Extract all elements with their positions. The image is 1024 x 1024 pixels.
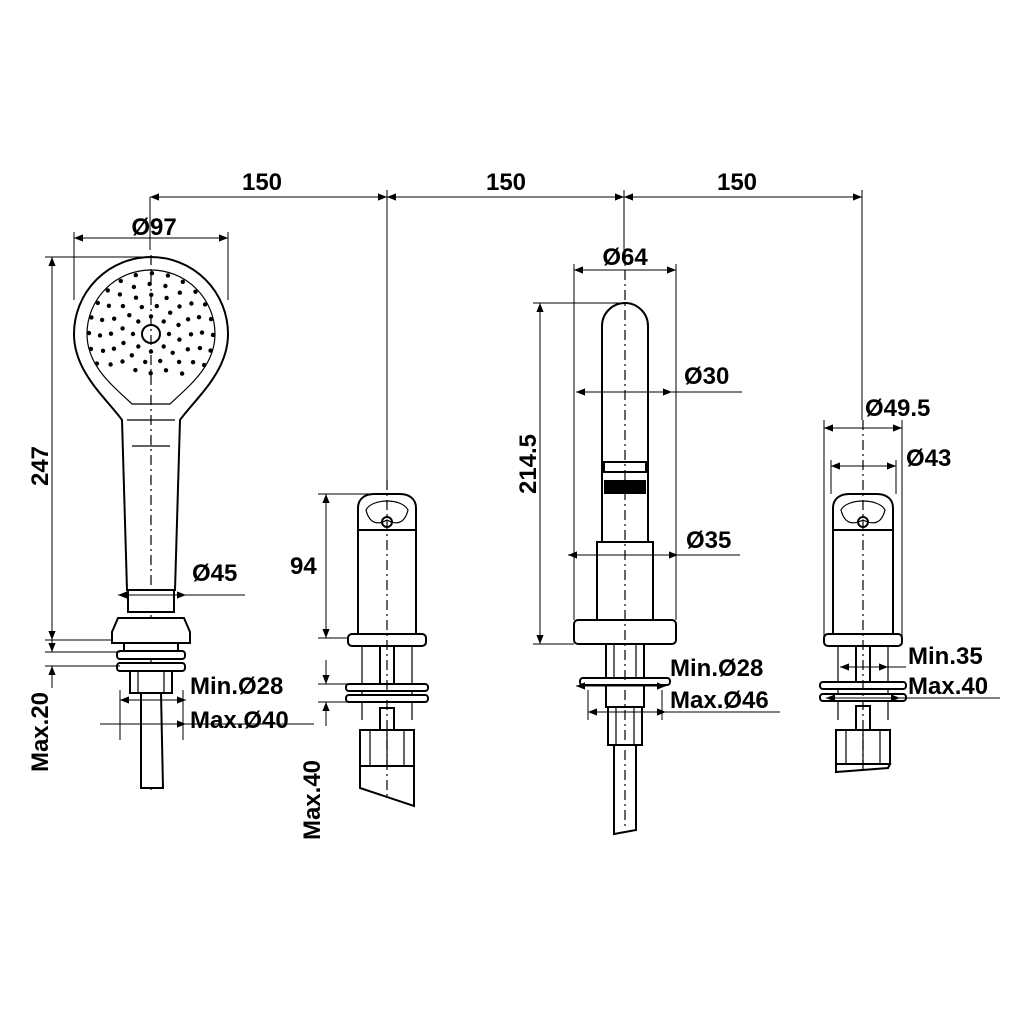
nozzle-dot	[136, 344, 141, 349]
nozzle-dot	[188, 332, 194, 337]
nozzle-dot	[179, 371, 185, 376]
left-valve: 94 Max.40	[290, 480, 429, 840]
nozzle-dot	[133, 295, 139, 300]
nozzle-dot	[121, 340, 126, 346]
nozzle-dot	[139, 304, 144, 310]
hand-shower: Ø97 Ø45 Min.Ø28 Max.Ø40	[27, 214, 314, 790]
nozzle-dot	[208, 348, 213, 353]
nozzle-dot	[143, 359, 148, 365]
nozzle-dot	[133, 367, 138, 373]
spacing-label-2: 150	[486, 169, 526, 196]
nozzle-dot	[168, 310, 173, 315]
valve-inner-dia-label: Ø43	[906, 445, 951, 472]
nozzle-dot	[133, 272, 138, 278]
nozzle-dot	[161, 344, 166, 349]
nozzle-dot	[176, 359, 182, 365]
nozzle-dot	[161, 319, 166, 324]
nozzle-dot	[106, 303, 112, 308]
nozzle-dot	[154, 303, 159, 309]
nozzle-dot	[163, 368, 169, 373]
nozzle-dot	[131, 284, 137, 290]
spout-tube-dia-label: Ø30	[684, 363, 729, 390]
nozzle-dot	[202, 362, 207, 368]
nozzle-dot	[117, 292, 123, 297]
valve-height-label: 94	[290, 553, 317, 580]
nozzle-dot	[130, 331, 136, 337]
nozzle-dot	[149, 271, 155, 276]
nozzle-dot	[111, 346, 117, 351]
nozzle-dot	[88, 346, 94, 352]
nozzle-dot	[108, 331, 114, 336]
nozzle-dot	[189, 301, 194, 306]
nozzle-dot	[180, 279, 185, 284]
nozzle-dot	[166, 331, 172, 337]
spout-height-label: 214.5	[515, 434, 542, 494]
nozzle-dot	[94, 361, 100, 366]
spout-max-hole-label: Max.Ø46	[670, 687, 769, 714]
nozzle-dot	[210, 332, 216, 338]
spout: Ø64 214.5 Ø30 Ø35 M	[515, 244, 780, 836]
spout-min-hole-label: Min.Ø28	[670, 655, 763, 682]
shower-handle-dia-label: Ø45	[192, 560, 237, 587]
nozzle-dot	[127, 313, 132, 318]
nozzle-dot	[99, 317, 105, 323]
nozzle-dot	[149, 292, 154, 297]
nozzle-dot	[95, 300, 101, 306]
nozzle-dot	[86, 330, 92, 336]
nozzle-dot	[112, 316, 117, 321]
nozzle-dot	[185, 347, 190, 352]
nozzle-dot	[208, 316, 214, 322]
nozzle-dot	[193, 289, 198, 294]
shower-max-deck-label: Max.20	[27, 692, 54, 772]
nozzle-dot	[190, 360, 196, 365]
nozzle-dot	[199, 330, 205, 335]
nozzle-dot	[197, 345, 203, 351]
nozzle-dot	[97, 333, 103, 338]
nozzle-dot	[177, 290, 182, 295]
shower-max-hole-label: Max.Ø40	[190, 707, 289, 734]
nozzle-dot	[148, 349, 154, 354]
spacing-label-1: 150	[242, 169, 282, 196]
nozzle-dot	[177, 337, 182, 342]
nozzle-dot	[158, 358, 163, 364]
shower-head-dia-label: Ø97	[131, 214, 176, 241]
nozzle-dot	[165, 273, 171, 278]
spacing-label-3: 150	[717, 169, 757, 196]
spacing-dimensions: 150 150 150	[149, 169, 863, 480]
valve-min-hole-label: Min.35	[908, 643, 983, 670]
nozzle-dot	[118, 278, 124, 284]
nozzle-dot	[170, 350, 175, 355]
nozzle-dot	[177, 304, 182, 309]
right-valve: Ø49.5 Ø43 Min.35 Max.40	[819, 395, 1000, 774]
nozzle-dot	[120, 326, 125, 331]
nozzle-dot	[120, 303, 126, 309]
shower-height-label: 247	[27, 446, 54, 486]
nozzle-dot	[164, 295, 169, 301]
nozzle-dot	[163, 283, 168, 289]
nozzle-dot	[176, 322, 181, 328]
nozzle-dot	[89, 315, 94, 320]
nozzle-dot	[129, 353, 134, 358]
valve-max-hole-label: Max.40	[908, 673, 988, 700]
nozzle-dot	[100, 348, 106, 353]
nozzle-dot	[196, 315, 202, 320]
nozzle-dot	[136, 319, 141, 324]
nozzle-dot	[105, 288, 111, 293]
shower-nozzle-dots	[86, 271, 216, 376]
nozzle-dot	[148, 371, 153, 376]
nozzle-dot	[120, 359, 125, 364]
shower-min-hole-label: Min.Ø28	[190, 673, 283, 700]
nozzle-dot	[108, 362, 113, 367]
valve-outer-dia-label: Ø49.5	[865, 395, 930, 422]
spout-body-dia-label: Ø35	[686, 527, 731, 554]
valve-max-deck-label: Max.40	[299, 760, 326, 840]
nozzle-dot	[202, 302, 208, 307]
nozzle-dot	[185, 317, 191, 322]
